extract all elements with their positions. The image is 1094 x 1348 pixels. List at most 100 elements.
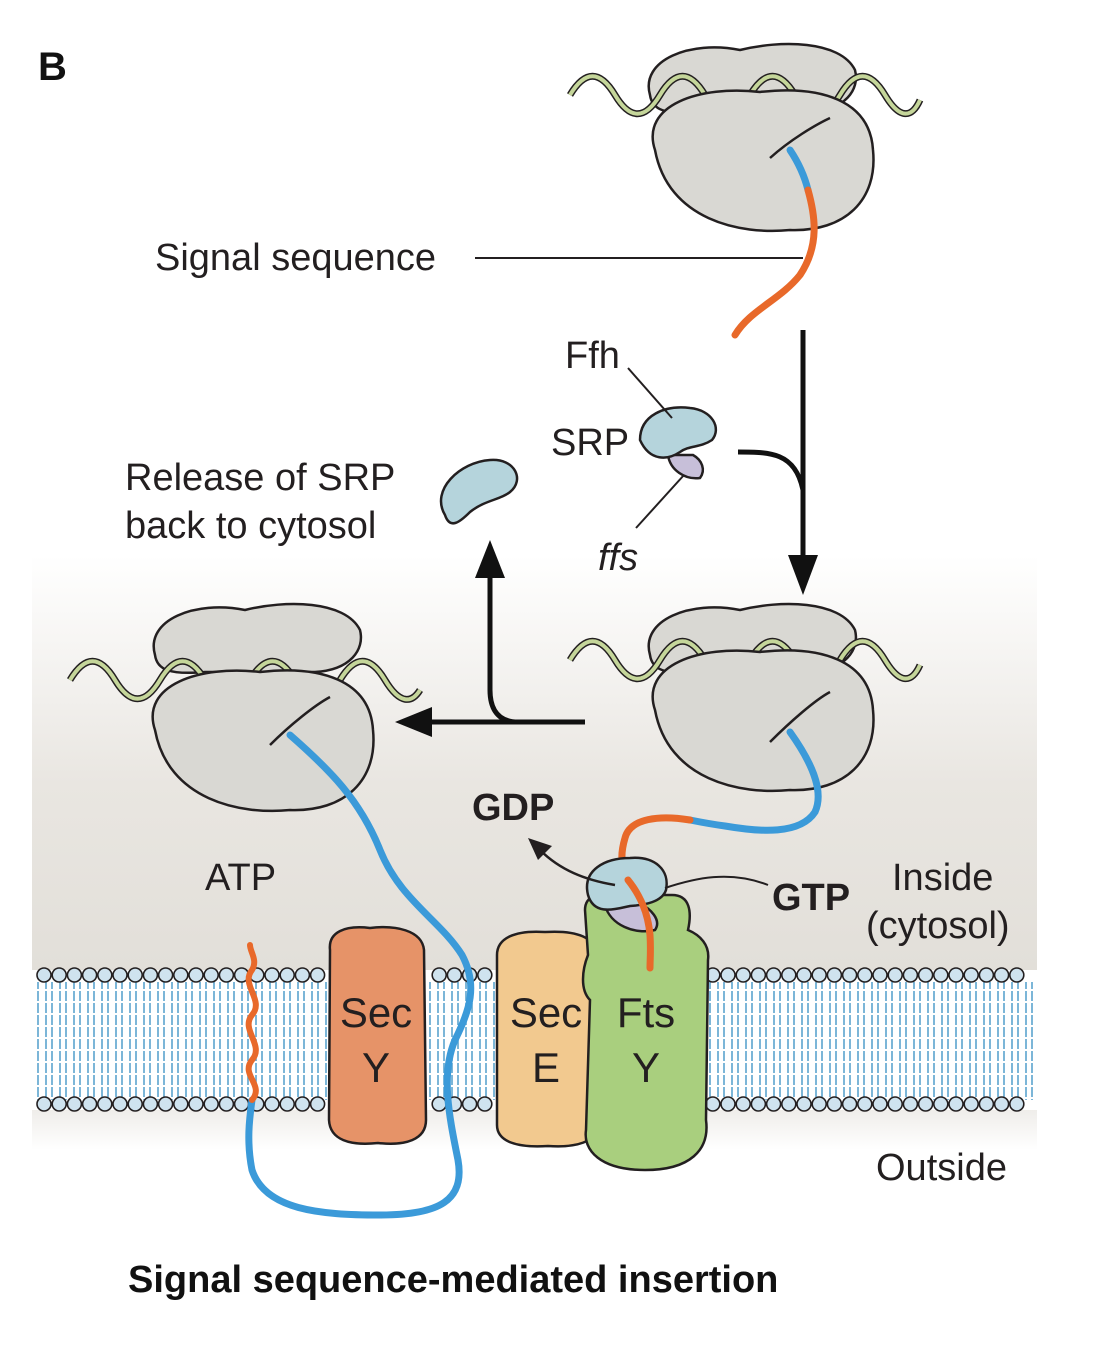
inside-label-line1: Inside [892,857,993,899]
lipid-head [294,967,311,983]
lipid-head [704,1096,721,1112]
srp-label: SRP [551,422,629,464]
lipid-head [841,1096,858,1112]
lipid-head [735,967,752,983]
lipid-head [142,1096,159,1112]
lipid-head [856,1096,873,1112]
lipid-head [127,967,143,983]
srp-join-arrow [737,449,806,491]
gdp-arrow-head [528,838,552,860]
secy-left-label-line1: Sec [340,989,412,1036]
lipid-head [81,967,98,983]
inside-label-line2: (cytosol) [866,905,1010,947]
lipid-head [796,1096,812,1112]
gdp-arrow [539,849,616,887]
secy-left-label-line2: Y [362,1044,390,1091]
lipid-head [112,967,128,983]
signal-sequence-top [731,186,818,339]
outside-label: Outside [876,1147,1007,1189]
lipid-head [461,1096,478,1112]
gtp-label: GTP [772,877,850,919]
sece-protein: Sec E [495,930,600,1148]
lipid-head [720,967,736,983]
arrow-up-head [475,540,505,578]
srp-particle [638,406,718,480]
ribosome-right [566,602,924,874]
lipid-head [902,967,919,983]
lipid-head [963,967,980,983]
lipid-head [97,1096,113,1112]
lipid-head [887,967,904,983]
lipid-head [948,1096,964,1112]
lipid-head [264,967,280,983]
lipid-head [309,967,326,983]
released-srp [439,458,519,525]
lipid-heads-bottom [36,1096,1025,1112]
lipid-head [917,967,934,983]
lipid-head [978,967,995,983]
lipid-head [51,1096,68,1112]
figure-caption: Signal sequence-mediated insertion [128,1259,778,1301]
lipid-head [826,967,843,983]
lipid-head [826,1096,843,1112]
lipid-head [978,1096,995,1112]
lipid-head [720,1096,736,1112]
lipid-head [902,1096,919,1112]
ffs-leader [635,474,685,529]
lipid-head [188,967,204,983]
lipid-head [765,967,782,983]
atp-label: ATP [205,857,276,899]
signal-sequence-label: Signal sequence [155,237,436,279]
lipid-head [81,1096,98,1112]
lipid-head [750,967,767,983]
lipid-head [917,1096,934,1112]
lipid-head [932,967,949,983]
ribosome-left [66,602,475,1219]
lipid-head [948,967,964,983]
lipid-head [279,967,296,983]
ffs-label: ffs [598,537,638,579]
lipid-head [1008,967,1025,983]
ftsy-label-line2: Y [632,1044,660,1091]
lipid-head [112,1096,128,1112]
lipid-head [476,1096,493,1112]
lipid-head [173,1096,189,1112]
lipid-head [36,967,52,983]
lipid-head [431,967,448,983]
release-label-line1: Release of SRP [125,457,395,499]
sece-label-line2: E [532,1044,560,1091]
lipid-head [97,967,113,983]
ftsy-label-line1: Fts [617,989,675,1036]
ribosome-top [566,42,924,339]
secy-left-protein: Sec Y [327,926,428,1145]
lipid-head [750,1096,767,1112]
gdp-label: GDP [472,787,554,829]
lipid-head [735,1096,752,1112]
lipid-head [294,1096,311,1112]
lipid-head [993,967,1010,983]
lipid-head [218,1096,235,1112]
lipid-head [963,1096,980,1112]
ftsy-protein: Fts Y [581,892,710,1172]
lipid-head [127,1096,143,1112]
lipid-head [1008,1096,1025,1112]
lipid-head [431,1096,448,1112]
lipid-head [66,967,83,983]
lipid-head [476,967,493,983]
lipid-head [203,967,219,983]
gtp-leader [664,875,769,889]
lipid-head [841,967,858,983]
arrow-left-head [395,707,432,737]
lipid-head [856,967,873,983]
lipid-head [233,1096,250,1112]
srp-docked [585,856,668,972]
lipid-head [765,1096,782,1112]
panel-letter: B [38,45,67,89]
lipid-head [142,967,159,983]
lipid-head [811,967,828,983]
lipid-head [51,967,68,983]
lipid-head [993,1096,1010,1112]
release-label-line2: back to cytosol [125,505,376,547]
lipid-head [36,1096,52,1112]
